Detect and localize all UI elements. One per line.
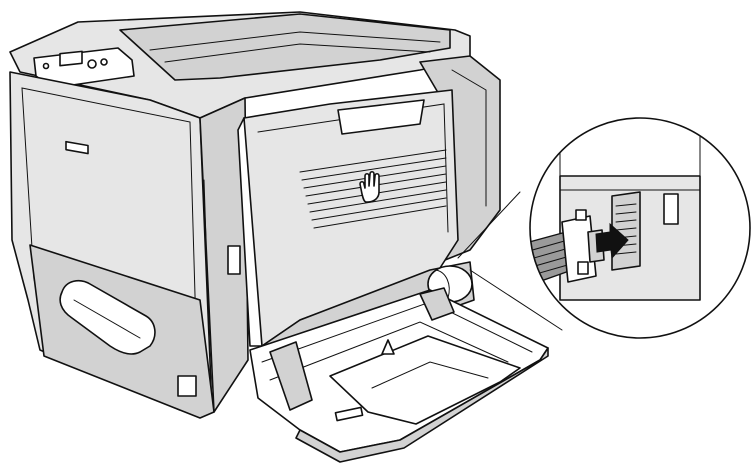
cover-vent-grille [299, 149, 447, 229]
panel-button [100, 58, 108, 66]
cassette-label [177, 375, 197, 397]
tray-pull-tab [334, 406, 364, 422]
paper-guide-left [269, 341, 313, 411]
socket-pins [615, 203, 637, 255]
panel-button [87, 59, 97, 69]
insert-arrow-icon [595, 222, 629, 260]
tray-front-edge [295, 347, 549, 463]
hand-icon [359, 170, 380, 203]
rear-cover-inner [237, 117, 263, 347]
callout-magnifier [457, 117, 751, 339]
cassette-handle [59, 279, 156, 355]
paper-guide-right [419, 287, 455, 321]
rear-top-cover [119, 13, 451, 81]
panel-led [42, 62, 50, 70]
rear-cover-open [237, 55, 501, 347]
callout-pointer-line [469, 269, 563, 331]
tray-guide-tab [381, 339, 395, 355]
control-panel [33, 47, 135, 89]
printer-body [9, 11, 471, 419]
cover-handle-slot [337, 99, 425, 135]
printer-side-strip [199, 97, 249, 413]
callout-circle-border [529, 117, 751, 339]
interior-slot [663, 193, 679, 225]
side-latch [227, 245, 241, 275]
front-vent [65, 140, 89, 155]
callout-pointer-line [457, 191, 521, 259]
lcd-display [59, 50, 83, 67]
manual-feed-tray [249, 261, 549, 463]
